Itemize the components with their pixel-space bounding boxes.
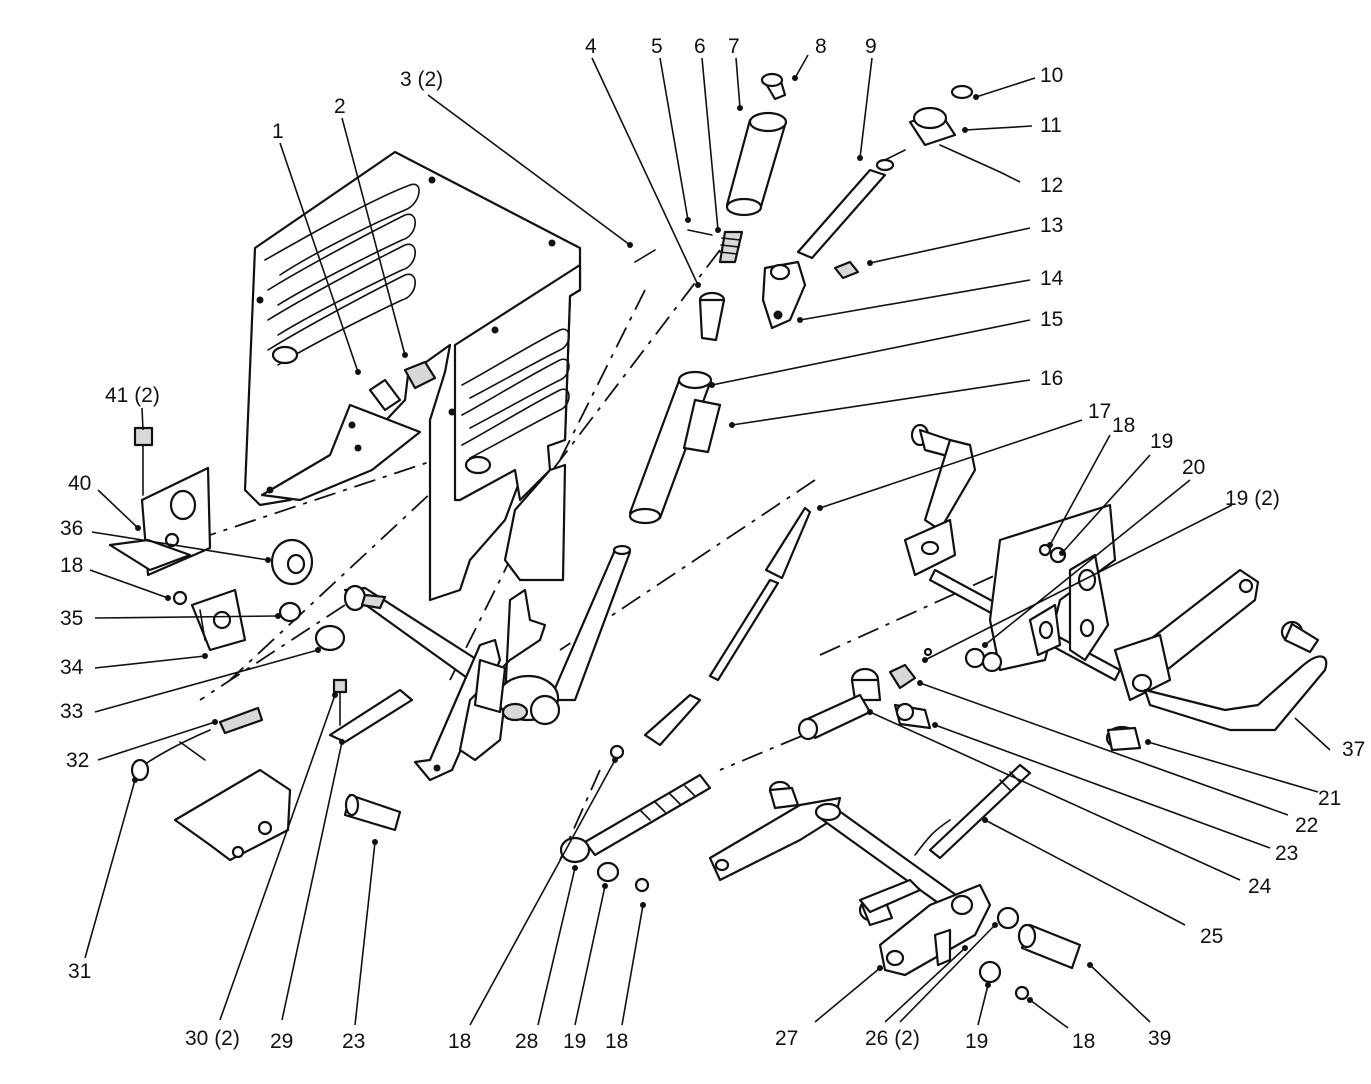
callout-36: 36 [60, 517, 83, 540]
callout-4: 4 [585, 35, 597, 58]
callout-3: 3 (2) [400, 68, 443, 91]
callout-2: 2 [334, 95, 346, 118]
callout-labels: 1 2 3 (2) 4 5 6 7 8 9 10 11 12 13 14 15 … [60, 35, 1365, 1053]
callout-35: 35 [60, 607, 83, 630]
callout-31: 31 [68, 960, 91, 983]
right-pedal-bracket [888, 423, 1328, 752]
callout-30: 30 (2) [185, 1027, 240, 1050]
callout-19-bottom: 19 [965, 1030, 988, 1053]
callout-19-2: 19 (2) [1225, 487, 1280, 510]
callout-11: 11 [1040, 114, 1062, 137]
callout-29: 29 [270, 1030, 293, 1053]
console-panel [243, 150, 582, 602]
callout-32: 32 [66, 749, 89, 772]
callout-15: 15 [1040, 308, 1063, 331]
callout-14: 14 [1040, 267, 1064, 290]
center-shaft-assembly [343, 506, 812, 893]
callout-24: 24 [1248, 875, 1272, 898]
callout-25: 25 [1200, 925, 1223, 948]
callout-27: 27 [775, 1027, 798, 1050]
callout-34: 34 [60, 656, 84, 679]
callout-40: 40 [68, 472, 91, 495]
callout-39: 39 [1148, 1027, 1171, 1050]
callout-41: 41 (2) [105, 384, 160, 407]
callout-17: 17 [1088, 400, 1111, 423]
callout-6: 6 [694, 35, 706, 58]
callout-18-left: 18 [60, 554, 83, 577]
callout-13: 13 [1040, 214, 1063, 237]
callout-22: 22 [1295, 814, 1318, 837]
callout-7: 7 [728, 35, 740, 58]
callout-8: 8 [815, 35, 827, 58]
callout-37: 37 [1342, 738, 1365, 761]
callout-33: 33 [60, 700, 83, 723]
callout-23-right: 23 [1275, 842, 1298, 865]
right-lower-linkage [708, 667, 1082, 1001]
callout-9: 9 [865, 35, 877, 58]
callout-18-center: 18 [448, 1030, 471, 1053]
callout-5: 5 [651, 35, 663, 58]
callout-19-center: 19 [563, 1030, 586, 1053]
callout-16: 16 [1040, 367, 1063, 390]
callout-18-top: 18 [1112, 414, 1135, 437]
callout-19-top: 19 [1150, 430, 1173, 453]
callout-20: 20 [1182, 456, 1205, 479]
lever-handle-stack [628, 72, 1001, 525]
leader-lines [84, 54, 1331, 1029]
callout-26: 26 (2) [865, 1027, 920, 1050]
callout-12: 12 [1040, 174, 1063, 197]
callout-21: 21 [1318, 787, 1341, 810]
callout-28: 28 [515, 1030, 538, 1053]
callout-18-bottom: 18 [1072, 1030, 1095, 1053]
callout-23-left: 23 [342, 1030, 365, 1053]
callout-10: 10 [1040, 64, 1063, 87]
callout-18-center-2: 18 [605, 1030, 628, 1053]
callout-1: 1 [272, 120, 284, 143]
left-brackets [108, 426, 414, 862]
